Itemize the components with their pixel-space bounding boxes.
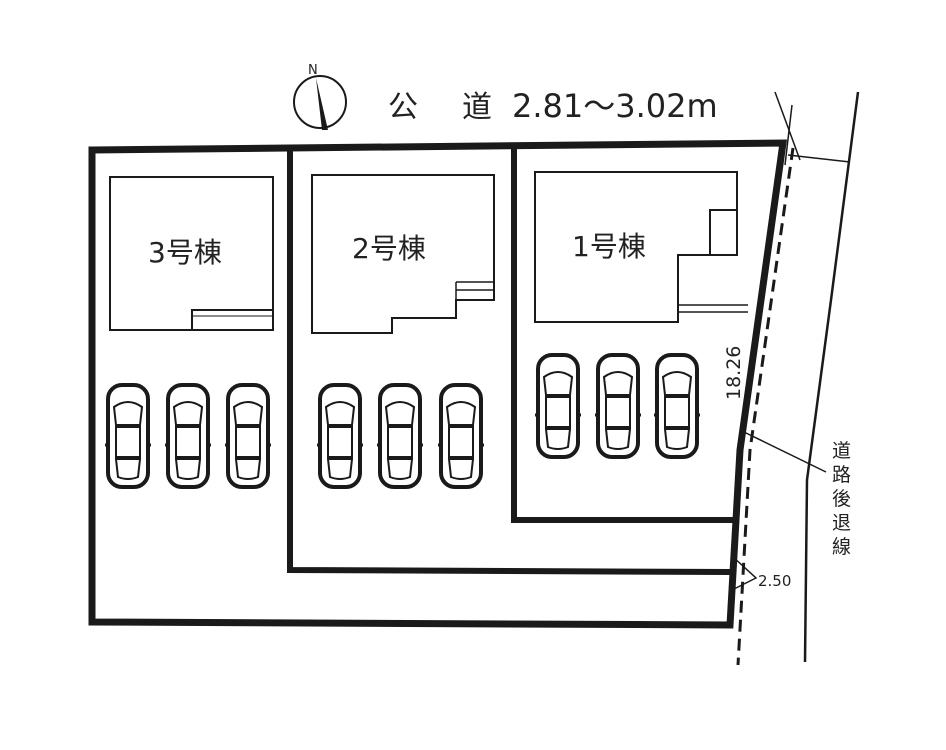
road-width-dimension — [787, 154, 851, 163]
lot-boundary-2-1 — [511, 147, 734, 523]
leader-line — [784, 104, 793, 166]
frontage-dimension: 18.26 — [723, 346, 745, 400]
road-edge-line — [803, 91, 860, 663]
car-icon — [163, 383, 213, 489]
car-icon — [652, 353, 702, 459]
car-icon — [375, 383, 425, 489]
label-char: 線 — [832, 536, 851, 558]
building-1: 1号棟 — [534, 171, 748, 323]
car-icon — [533, 353, 583, 459]
site-boundary — [88, 139, 788, 629]
building-3: 3号棟 — [109, 176, 274, 331]
building-1-label: 1号棟 — [572, 230, 646, 263]
north-compass-icon: N — [293, 63, 347, 130]
setback-line — [736, 147, 795, 666]
setback-line-label: 道 路 後 退 線 — [832, 440, 851, 558]
lot-boundary-3-2 — [287, 150, 731, 575]
label-char: 路 — [832, 464, 851, 486]
road-label-kou: 公 — [388, 90, 418, 125]
leader-line — [774, 91, 801, 161]
building-2-label: 2号棟 — [352, 232, 426, 265]
setback-dimension-mark — [731, 555, 758, 591]
car-icon — [103, 383, 153, 489]
parking-spaces — [103, 353, 702, 489]
road-width: 2.81～3.02m — [512, 87, 718, 125]
setback-leader — [743, 431, 827, 473]
label-char: 後 — [832, 488, 851, 510]
building-2: 2号棟 — [311, 174, 495, 334]
label-char: 道 — [832, 440, 851, 462]
road-label-dou: 道 — [462, 90, 492, 125]
north-label: N — [308, 63, 318, 78]
car-icon — [436, 383, 486, 489]
building-3-label: 3号棟 — [148, 236, 222, 269]
car-icon — [593, 353, 643, 459]
label-char: 退 — [832, 512, 851, 534]
setback-dimension: 2.50 — [758, 572, 791, 590]
car-icon — [223, 383, 273, 489]
car-icon — [315, 383, 365, 489]
